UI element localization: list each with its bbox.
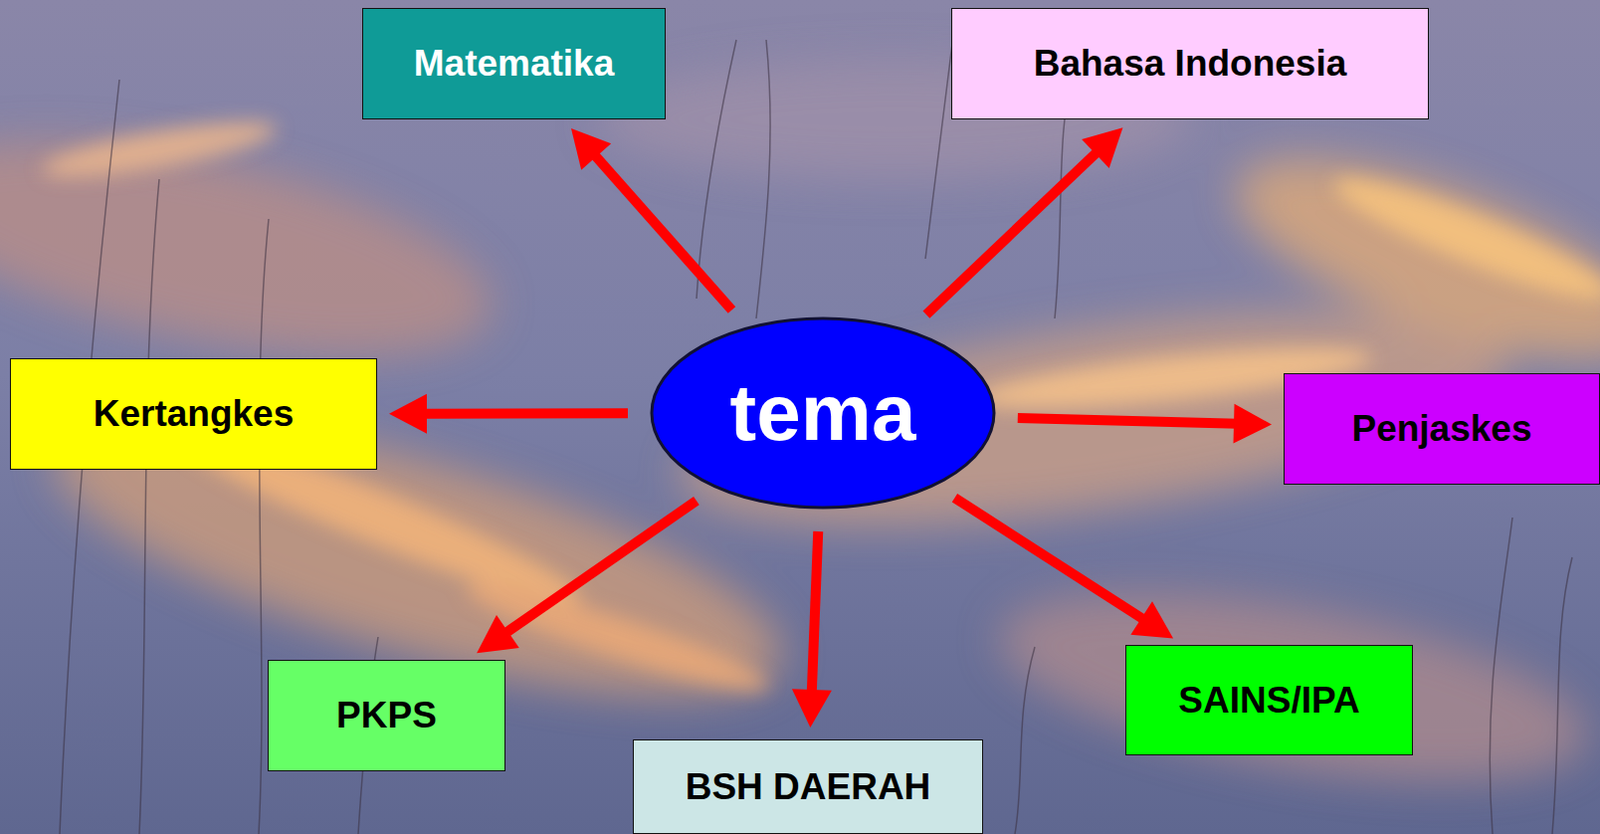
arrow-connector [389,394,628,434]
subject-box: Kertangkes [9,358,378,470]
subject-label: Kertangkes [93,393,295,435]
arrow-connector [954,497,1174,638]
subject-label: Bahasa Indonesia [1033,42,1348,85]
arrow-head [1233,403,1273,444]
subject-box: Bahasa Indonesia [951,7,1429,120]
arrow-line [811,531,819,694]
subject-label: Matematika [413,42,615,85]
arrow-line [504,500,697,634]
arrow-line [954,497,1145,620]
arrow-line [422,407,628,418]
arrow-line [1017,417,1238,424]
arrow-connector [476,500,697,653]
subject-box: BSH DAERAH [632,739,984,834]
arrow-line [926,151,1099,315]
arrow-line [594,153,733,310]
arrow-connector [926,127,1124,315]
subject-label: BSH DAERAH [685,766,932,808]
arrow-connector [792,531,832,728]
arrow-head [476,614,520,653]
arrow-head [792,688,832,728]
theme-label: tema [730,367,917,459]
subject-label: Penjaskes [1351,407,1532,450]
subject-box: PKPS [267,659,506,772]
arrow-head [1081,127,1123,169]
subject-label: PKPS [336,694,437,737]
subject-box: SAINS/IPA [1125,644,1413,756]
arrow-connector [1017,403,1272,444]
subject-box: Matematika [362,7,666,120]
subject-label: SAINS/IPA [1178,679,1360,722]
arrow-head [1130,600,1174,638]
arrow-head [571,128,611,171]
arrow-connector [571,128,732,311]
subject-box: Penjaskes [1283,373,1600,485]
arrow-head [389,394,427,434]
theme-ellipse: tema [649,316,997,510]
